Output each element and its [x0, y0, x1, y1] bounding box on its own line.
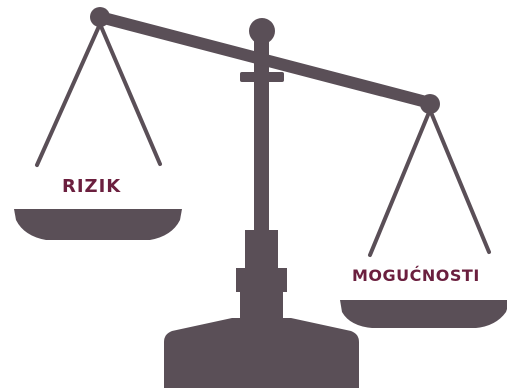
left-string-outer: [37, 24, 100, 165]
opportunities-label: MOGUĆNOSTI: [352, 266, 480, 285]
scale-knob: [249, 18, 275, 44]
risk-label: RIZIK: [62, 176, 121, 197]
scale-collar: [240, 72, 284, 82]
left-pan: [14, 209, 182, 240]
scale-base: [164, 230, 359, 388]
right-pan: [340, 300, 507, 328]
right-string-outer: [370, 110, 430, 255]
right-string-inner: [430, 110, 489, 252]
left-string-inner: [100, 24, 160, 164]
